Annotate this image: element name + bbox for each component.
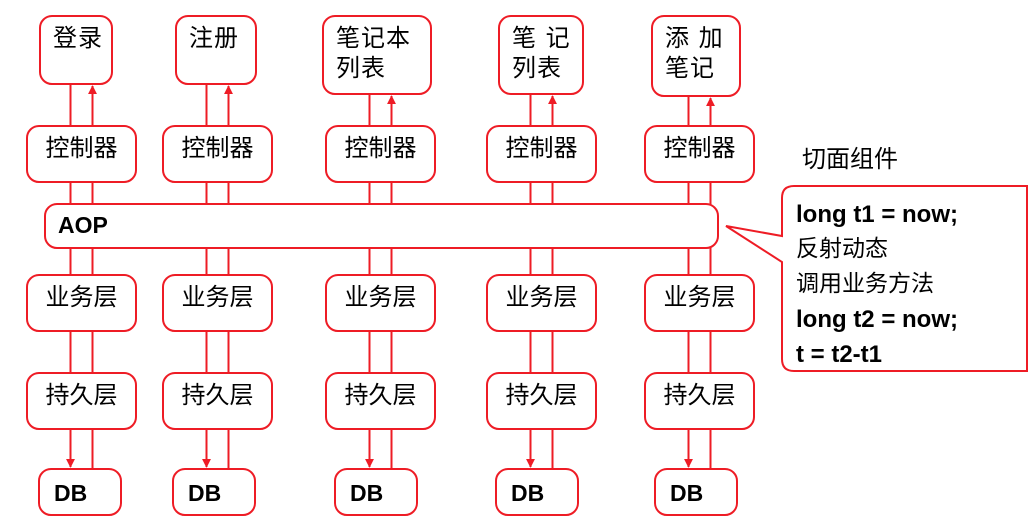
db-box-4: DB (495, 468, 579, 516)
db-label: DB (511, 480, 545, 506)
controller-box-3: 控制器 (325, 125, 436, 183)
persistence-label: 持久层 (344, 381, 417, 409)
page-box-2: 注册 (175, 15, 257, 85)
service-label: 业务层 (45, 283, 118, 311)
db-label: DB (670, 480, 704, 506)
service-box-1: 业务层 (26, 274, 137, 332)
aop-label: AOP (58, 212, 108, 238)
db-box-1: DB (38, 468, 122, 516)
aspect-component-label: 切面组件 (802, 145, 898, 173)
controller-label: 控制器 (344, 134, 417, 162)
service-label: 业务层 (181, 283, 254, 311)
controller-label: 控制器 (663, 134, 736, 162)
callout-bubble (725, 185, 1028, 372)
page-box-5: 添 加笔记 (651, 15, 741, 97)
service-box-2: 业务层 (162, 274, 273, 332)
db-box-5: DB (654, 468, 738, 516)
page-box-1: 登录 (39, 15, 113, 85)
db-label: DB (54, 480, 88, 506)
db-box-3: DB (334, 468, 418, 516)
persistence-label: 持久层 (505, 381, 578, 409)
db-box-2: DB (172, 468, 256, 516)
callout-text: long t1 = now; 反射动态 调用业务方法 long t2 = now… (796, 197, 958, 372)
controller-box-4: 控制器 (486, 125, 597, 183)
persistence-label: 持久层 (663, 381, 736, 409)
persistence-box-4: 持久层 (486, 372, 597, 430)
callout-line-3: 调用业务方法 (796, 271, 934, 297)
callout-line-4: long t2 = now; (796, 306, 958, 333)
callout-line-2: 反射动态 (796, 236, 888, 262)
aop-bar: AOP (44, 203, 719, 249)
page-label: 列表 (336, 54, 386, 82)
persistence-box-3: 持久层 (325, 372, 436, 430)
persistence-label: 持久层 (45, 381, 118, 409)
service-label: 业务层 (505, 283, 578, 311)
controller-label: 控制器 (181, 134, 254, 162)
page-label: 笔 记 (512, 24, 571, 52)
service-label: 业务层 (663, 283, 736, 311)
controller-label: 控制器 (505, 134, 578, 162)
service-box-4: 业务层 (486, 274, 597, 332)
page-box-4: 笔 记列表 (498, 15, 584, 95)
service-label: 业务层 (344, 283, 417, 311)
service-box-3: 业务层 (325, 274, 436, 332)
page-label: 注册 (189, 24, 239, 52)
callout-line-5: t = t2-t1 (796, 341, 883, 368)
service-box-5: 业务层 (644, 274, 755, 332)
page-label: 笔记 (665, 54, 715, 82)
persistence-box-5: 持久层 (644, 372, 755, 430)
controller-box-2: 控制器 (162, 125, 273, 183)
persistence-label: 持久层 (181, 381, 254, 409)
controller-box-5: 控制器 (644, 125, 755, 183)
page-box-3: 笔记本列表 (322, 15, 432, 95)
callout-line-1: long t1 = now; (796, 201, 958, 228)
controller-box-1: 控制器 (26, 125, 137, 183)
page-label: 列表 (512, 54, 562, 82)
controller-label: 控制器 (45, 134, 118, 162)
db-label: DB (350, 480, 384, 506)
page-label: 笔记本 (336, 24, 411, 52)
page-label: 登录 (53, 24, 103, 52)
db-label: DB (188, 480, 222, 506)
persistence-box-1: 持久层 (26, 372, 137, 430)
page-label: 添 加 (665, 24, 724, 52)
persistence-box-2: 持久层 (162, 372, 273, 430)
